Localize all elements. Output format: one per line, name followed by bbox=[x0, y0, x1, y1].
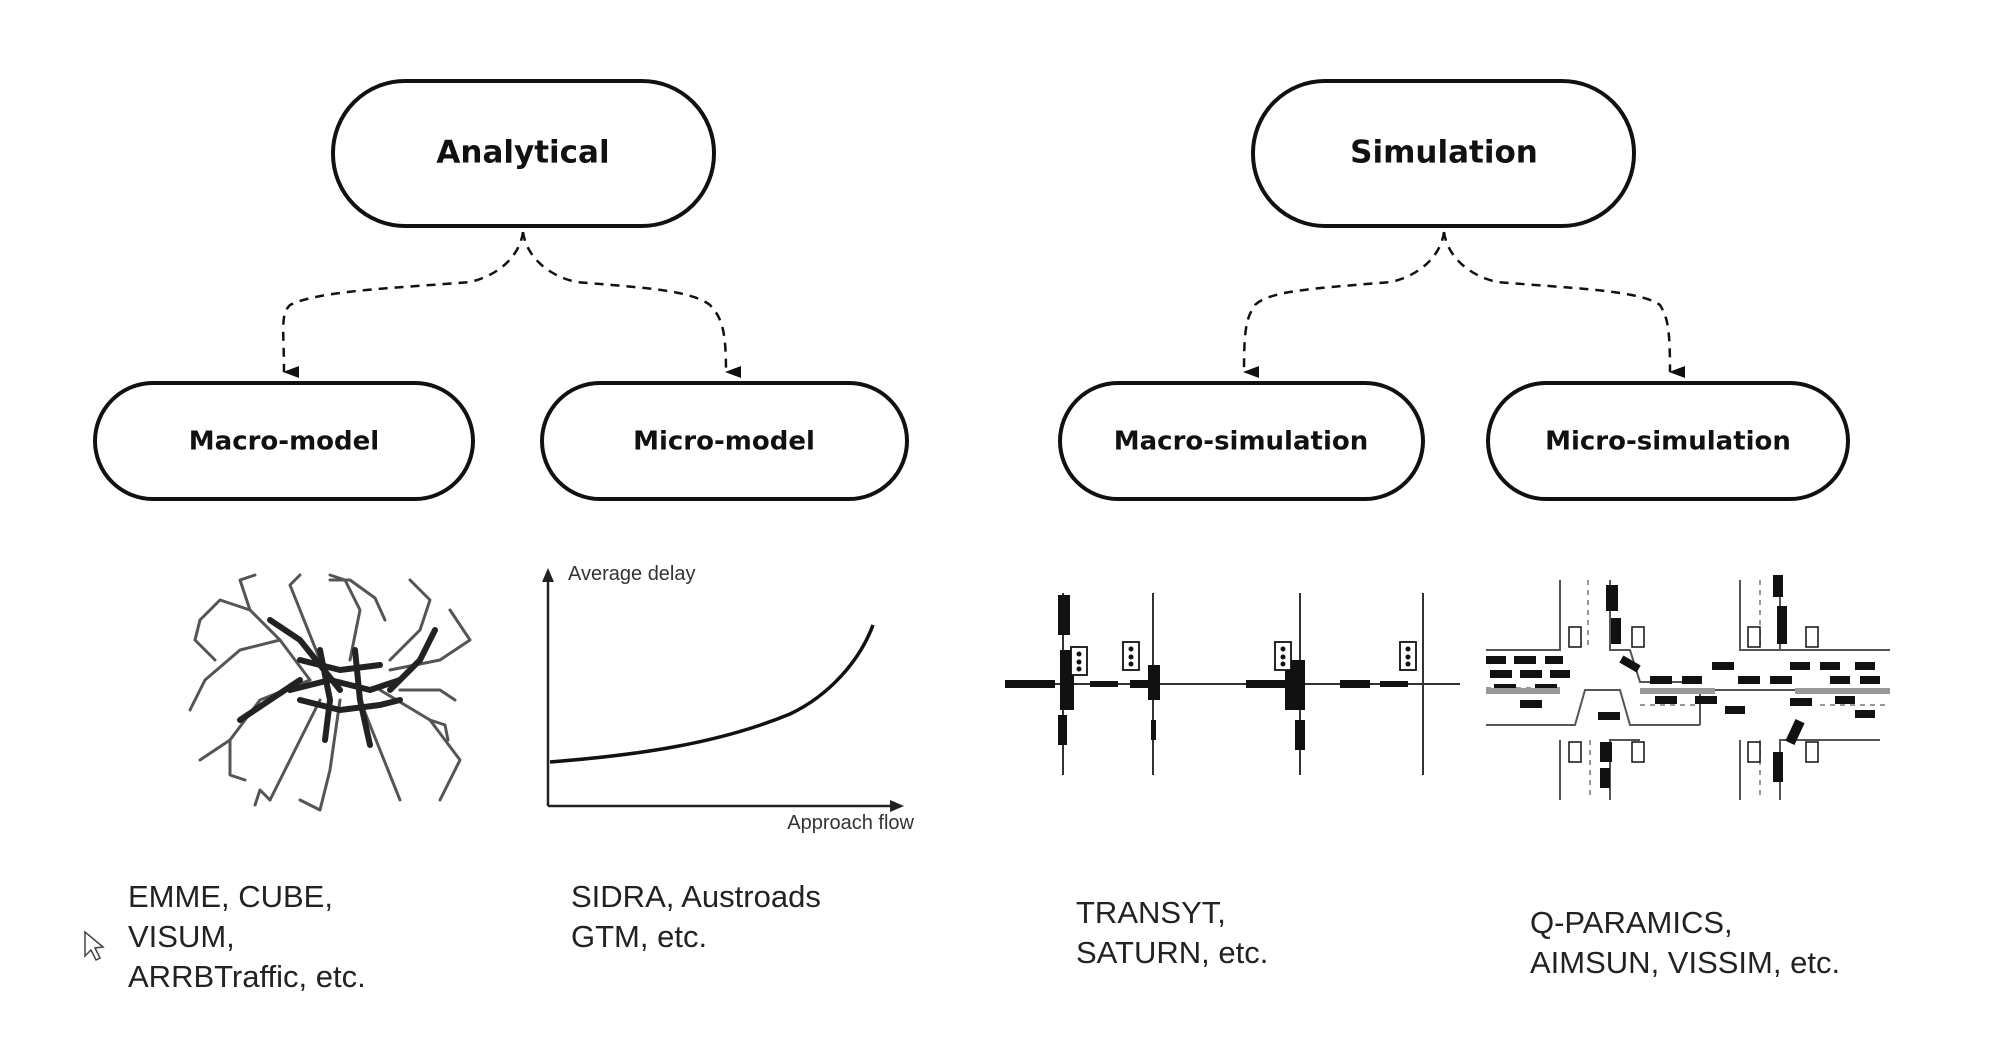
node-macro-simulation-label: Macro-simulation bbox=[1114, 427, 1368, 457]
y-axis-arrow bbox=[542, 568, 554, 582]
connector-simulation-micro bbox=[1442, 231, 1686, 378]
node-simulation: Simulation bbox=[1251, 79, 1636, 228]
node-simulation-label: Simulation bbox=[1350, 135, 1538, 171]
x-axis-label: Approach flow bbox=[787, 812, 914, 834]
connector-analytical-macro bbox=[281, 231, 525, 378]
caption-macro-simulation: TRANSYT, SATURN, etc. bbox=[1076, 895, 1269, 970]
node-macro-model: Macro-model bbox=[93, 381, 475, 501]
node-analytical-label: Analytical bbox=[436, 135, 609, 171]
y-axis-label: Average delay bbox=[568, 563, 696, 585]
node-micro-model: Micro-model bbox=[540, 381, 909, 501]
caption-micro-simulation: Q-PARAMICS, AIMSUN, VISSIM, etc. bbox=[1530, 905, 1841, 980]
connector-simulation-macro bbox=[1242, 231, 1446, 379]
node-analytical: Analytical bbox=[331, 79, 716, 228]
micro-simulation-illustration bbox=[1486, 575, 1890, 800]
delay-curve bbox=[549, 624, 875, 764]
caption-micro-model: SIDRA, Austroads GTM, etc. bbox=[571, 879, 821, 954]
caption-macro-model: EMME, CUBE, VISUM, ARRBTraffic, etc. bbox=[128, 879, 366, 994]
road-network-illustration bbox=[188, 573, 472, 812]
x-axis-arrow bbox=[890, 800, 904, 812]
node-micro-simulation-label: Micro-simulation bbox=[1545, 427, 1791, 457]
connector-analytical-micro bbox=[521, 231, 742, 378]
macro-simulation-illustration bbox=[1005, 593, 1460, 775]
node-micro-simulation: Micro-simulation bbox=[1486, 381, 1850, 501]
mouse-pointer-icon bbox=[84, 930, 105, 962]
node-macro-simulation: Macro-simulation bbox=[1058, 381, 1425, 501]
node-macro-model-label: Macro-model bbox=[189, 427, 379, 457]
delay-curve-chart: Average delay Approach flow bbox=[542, 563, 915, 834]
node-micro-model-label: Micro-model bbox=[633, 427, 815, 457]
